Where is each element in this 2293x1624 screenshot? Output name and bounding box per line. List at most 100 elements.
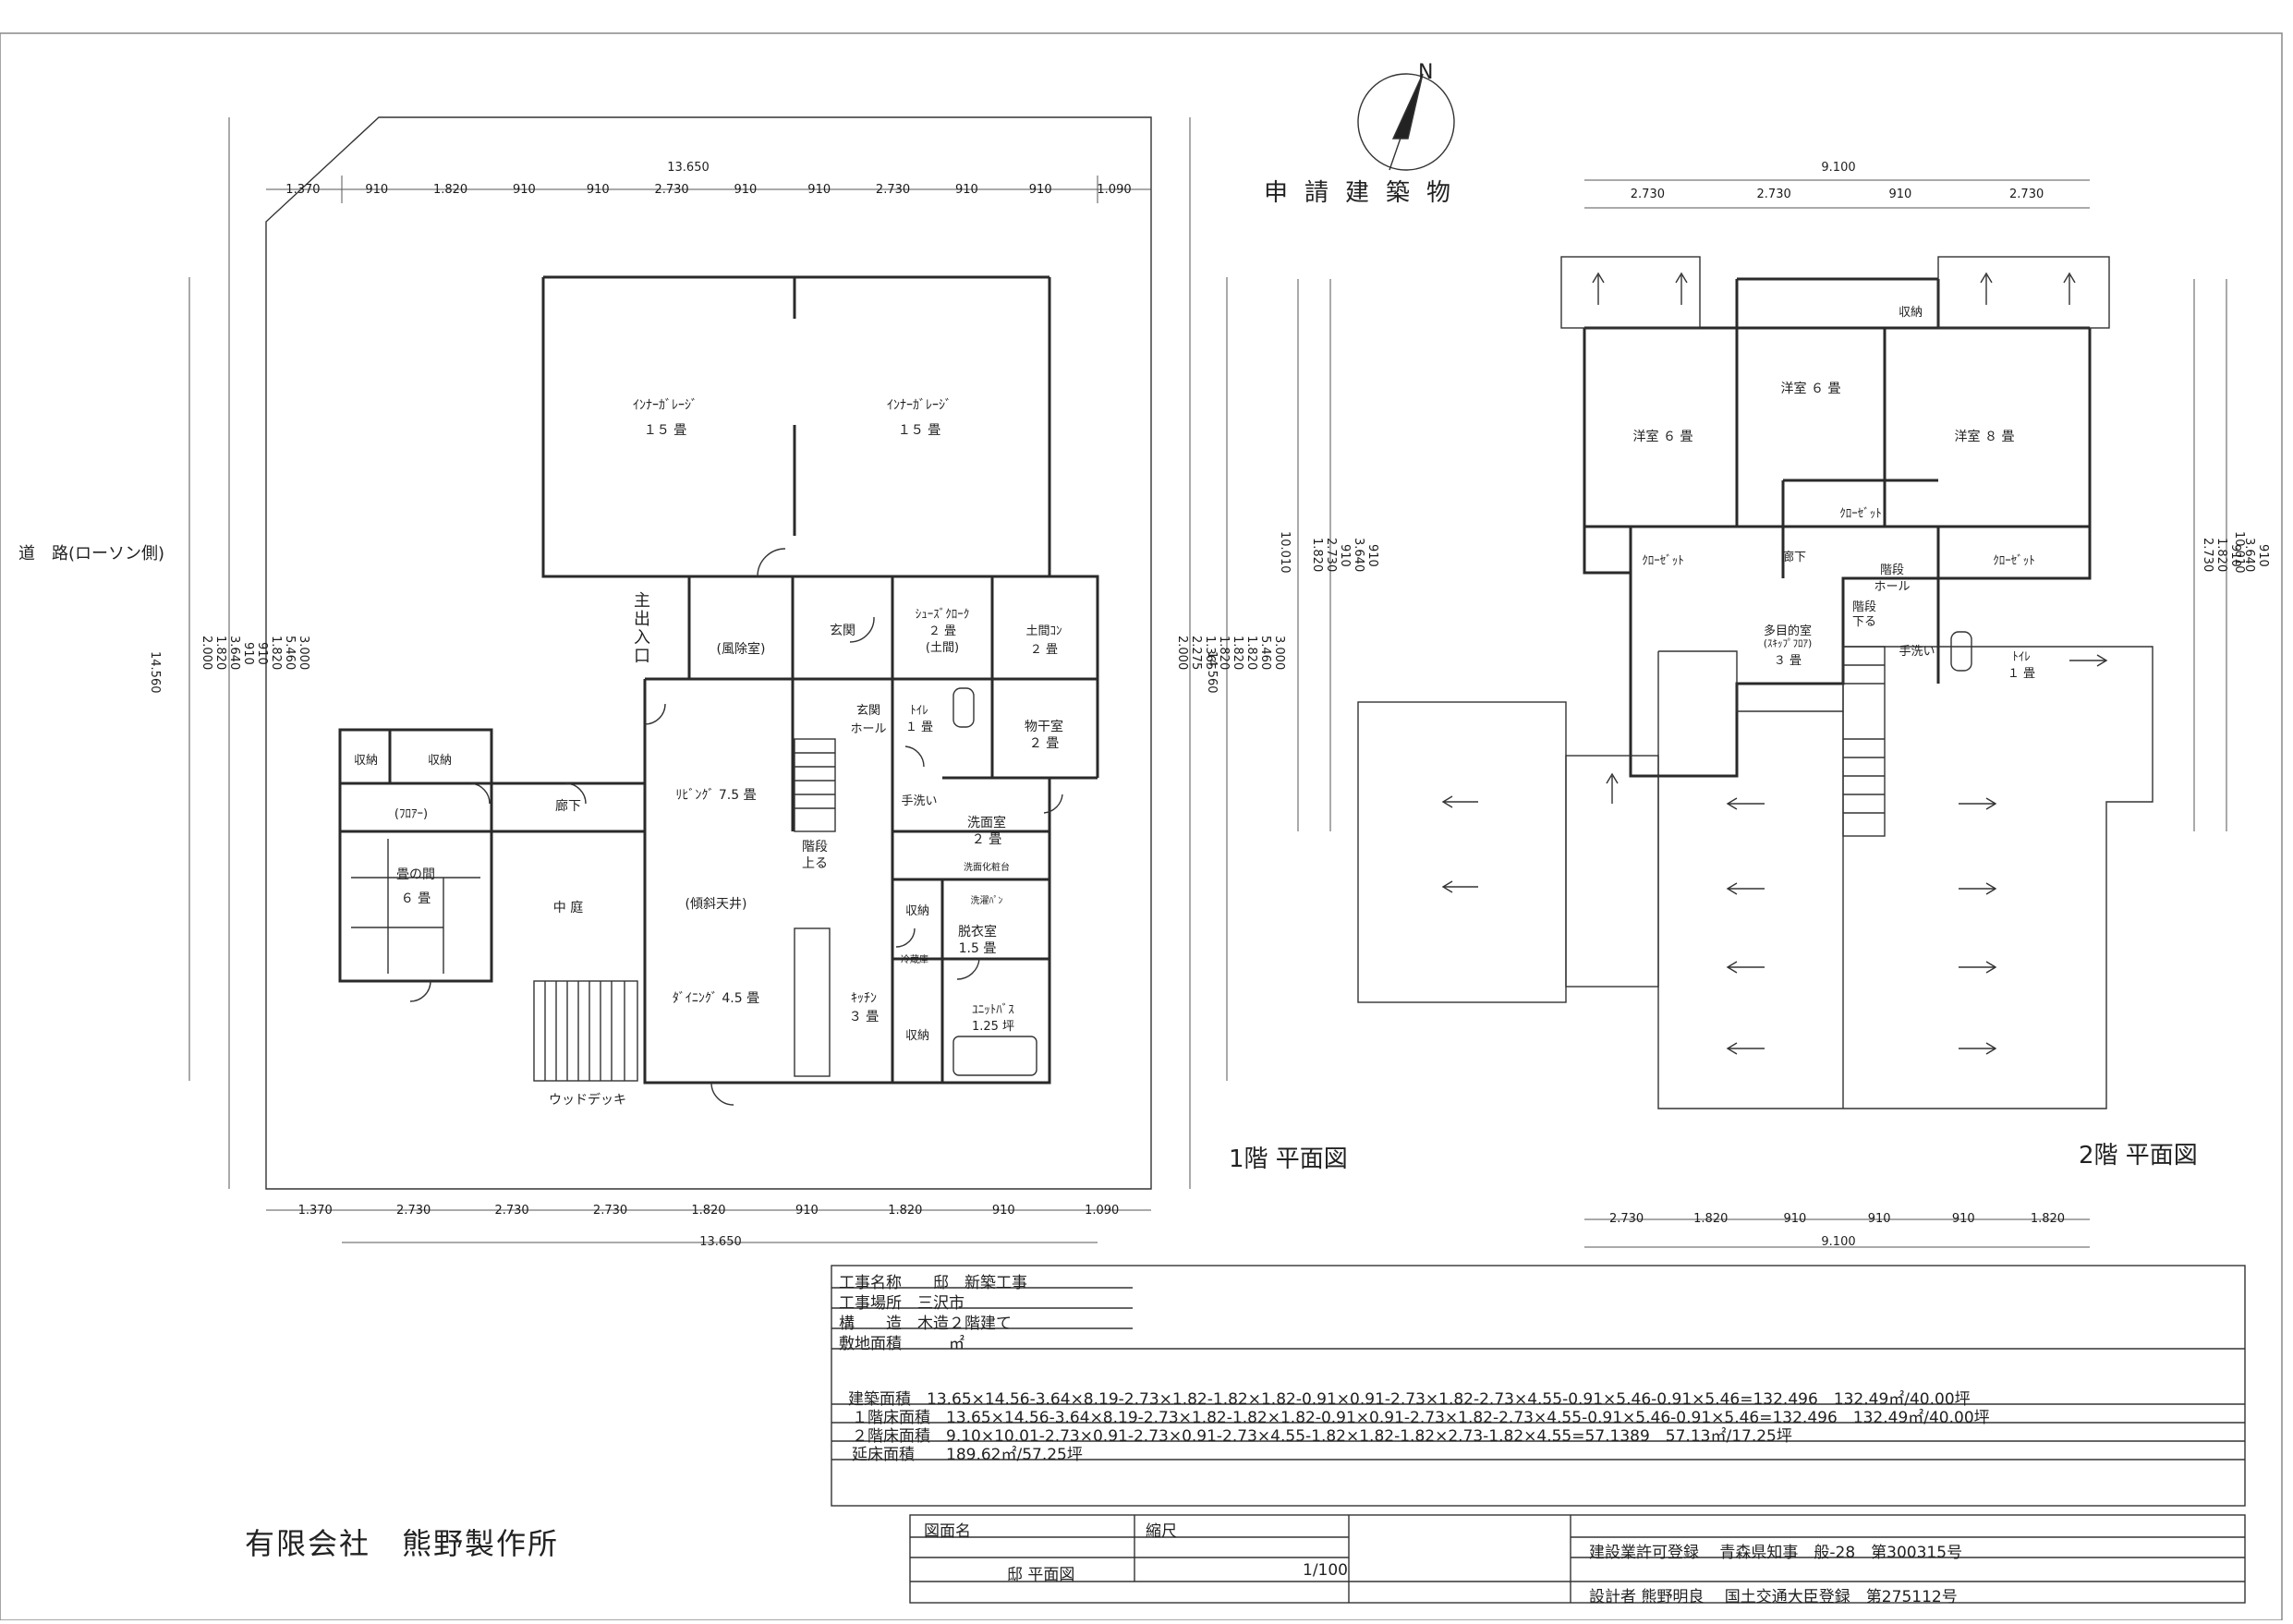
f1-dim-right-5: 1.365 — [1203, 636, 1217, 671]
f1-dim-right-total: 14.560 — [1205, 651, 1219, 694]
f2-handwash: 手洗い — [1899, 645, 1935, 659]
f1-dim-top-2: 1.820 — [432, 183, 468, 197]
f2-dim-right-3: 1.820 — [2214, 538, 2228, 573]
room-kitchen: ｷｯﾁﾝ — [851, 991, 877, 1006]
info-row-3: 敷地面積 ㎡ — [839, 1335, 965, 1353]
f1-dim-right-7: 2.000 — [1175, 636, 1189, 671]
f1-dim-left-total: 14.560 — [148, 651, 162, 694]
f2-dim-top-3: 2.730 — [2009, 188, 2044, 201]
f2-dim-left-total: 10.010 — [1278, 531, 1292, 574]
f2-stairs: 階段 — [1851, 600, 1877, 614]
drawing-name: 邸 平面図 — [1007, 1566, 1075, 1584]
compass-north: N — [1418, 61, 1433, 84]
f1-dim-top-10: 910 — [1028, 183, 1052, 197]
room-doma: 土間ｺﾝ — [1025, 624, 1062, 638]
f2-dim-left-3: 2.730 — [1324, 538, 1338, 573]
scale-label: 縮尺 — [1146, 1522, 1177, 1541]
f1-dim-top-6: 910 — [734, 183, 758, 197]
room-genkan: 玄関 — [830, 624, 855, 638]
room-closet1: 収納 — [353, 754, 379, 768]
room-storage: 物干室 — [1025, 720, 1063, 734]
f2-dim-bottom-1: 1.820 — [1693, 1212, 1729, 1226]
f1-dim-right-2: 1.820 — [1244, 636, 1258, 671]
info-table-lines — [831, 1265, 2246, 1604]
f2-corridor: 廊下 — [1781, 551, 1807, 564]
room-garage2-size: １５ 畳 — [897, 423, 941, 438]
project-label: 申請建築物 — [1264, 179, 1468, 207]
f1-dim-bottom-total: 13.650 — [699, 1235, 742, 1249]
f2-dim-bottom-4: 910 — [1951, 1212, 1975, 1226]
f2-closet1: ｸﾛｰｾﾞｯﾄ — [1642, 554, 1684, 568]
f2-dim-bottom-3: 910 — [1867, 1212, 1891, 1226]
wood-deck — [533, 980, 638, 1082]
area-row-0: 建築面積 13.65×14.56-3.64×8.19-2.73×1.82-1.8… — [848, 1390, 1971, 1409]
f1-dim-left-6: 1.820 — [213, 636, 227, 671]
f1-dim-top-7: 910 — [807, 183, 831, 197]
room-tatami-size: ６ 畳 — [400, 891, 431, 906]
room-garage1-size: １５ 畳 — [643, 423, 687, 438]
roof-arrows — [1441, 272, 2108, 1055]
f1-dim-bottom-2: 2.730 — [494, 1204, 529, 1218]
f2-dim-bottom-0: 2.730 — [1608, 1212, 1644, 1226]
f1-dim-left-7: 2.000 — [200, 636, 213, 671]
f1-dim-left-3: 910 — [255, 641, 269, 665]
room-vanity: 洗面化粧台 — [964, 863, 1010, 873]
floor2-walls — [1583, 277, 2092, 778]
f2-dim-left-4: 1.820 — [1310, 538, 1324, 573]
room-hall2: ホール — [850, 722, 887, 736]
info-row-0: 工事名称 邸 新築工事 — [839, 1274, 1027, 1292]
floor2-title: 2階 平面図 — [2079, 1142, 2198, 1170]
floor2-dimension-lines — [1297, 179, 2227, 1248]
area-row-3: 延床面積 189.62㎡/57.25坪 — [852, 1446, 1083, 1464]
f2-dim-bottom-total: 9.100 — [1821, 1235, 1856, 1249]
entrance-label: 主出入口 — [631, 591, 650, 665]
room-toilet: ﾄｲﾚ — [910, 704, 928, 718]
floor1-dimension-lines — [188, 117, 1228, 1243]
drawing-scale: 1/100 — [1303, 1561, 1348, 1580]
sheet-border — [0, 32, 2283, 1621]
f1-dim-bottom-7: 910 — [991, 1204, 1015, 1218]
f1-dim-top-total: 13.650 — [667, 161, 710, 175]
f2-multi2: (ｽｷｯﾌﾟﾌﾛｱ) — [1763, 637, 1813, 649]
room-corridor: 廊下 — [555, 799, 581, 814]
f1-dim-bottom-8: 1.090 — [1085, 1204, 1120, 1218]
room-stairs: 階段 — [802, 840, 828, 854]
f2-dim-top-1: 2.730 — [1756, 188, 1791, 201]
f1-dim-top-0: 1.370 — [285, 183, 321, 197]
door-arcs — [409, 548, 1063, 1106]
room-undress: 脱衣室 — [958, 925, 997, 939]
f2-dim-right-2: 910 — [2228, 543, 2242, 567]
f2-dim-bottom-2: 910 — [1783, 1212, 1807, 1226]
f2-toilet-size: １ 畳 — [2007, 667, 2036, 681]
room-hall: 玄関 — [855, 704, 881, 718]
f2-dim-left-2: 910 — [1338, 543, 1352, 567]
f1-dim-left-0: 3.000 — [297, 636, 310, 671]
floor1-walls — [338, 275, 1099, 1085]
f1-dim-right-1: 5.460 — [1258, 636, 1272, 671]
room-windbreak: (風除室) — [716, 642, 766, 657]
f1-dim-bottom-5: 910 — [795, 1204, 819, 1218]
site-boundary — [265, 116, 1152, 1190]
f2-dim-left-0: 910 — [1365, 543, 1379, 567]
f1-dim-bottom-1: 2.730 — [396, 1204, 431, 1218]
f1-dim-bottom-6: 1.820 — [888, 1204, 923, 1218]
f1-dim-left-1: 5.460 — [283, 636, 297, 671]
f1-dim-top-9: 910 — [954, 183, 978, 197]
floor1-title: 1階 平面図 — [1229, 1145, 1348, 1173]
room-toilet-size: １ 畳 — [904, 721, 934, 734]
area-row-1: １階床面積 13.65×14.56-3.64×8.19-2.73×1.82-1.… — [852, 1409, 1990, 1427]
company-name: 有限会社 熊野製作所 — [245, 1526, 560, 1561]
f1-dim-left-2: 1.820 — [269, 636, 283, 671]
f1-dim-right-6: 2.275 — [1189, 636, 1203, 671]
compass-icon — [1357, 73, 1455, 171]
room-courtyard: 中 庭 — [552, 901, 584, 915]
room-tatami: 畳の間 — [396, 867, 435, 882]
drawing-name-label: 図面名 — [924, 1522, 971, 1541]
f1-dim-left-5: 3.640 — [227, 636, 241, 671]
f2-toilet: ﾄｲﾚ — [2012, 650, 2031, 664]
